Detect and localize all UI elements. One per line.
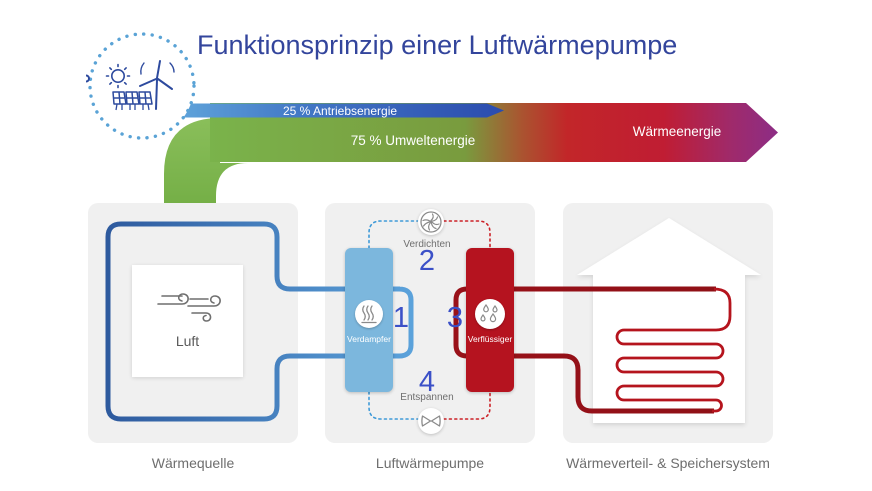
- environment-energy-elbow: [164, 118, 248, 212]
- evaporator-box: Verdampfer: [345, 248, 393, 392]
- distribution-panel: [563, 203, 773, 443]
- page-title: Funktionsprinzip einer Luftwärmepumpe: [197, 30, 678, 60]
- heat-energy-label: Wärmeenergie: [632, 124, 722, 139]
- droplets-icon: [480, 303, 498, 323]
- condenser-label: Verflüssiger: [467, 334, 513, 344]
- expansion-valve-icon: [421, 415, 441, 427]
- condenser-icon-circle: [475, 299, 505, 329]
- renewable-energy-badge: [86, 30, 198, 142]
- step-number-3: 3: [446, 302, 464, 334]
- heat-energy-arrow: [210, 103, 778, 162]
- steam-icon: [361, 305, 377, 324]
- heat-pump-caption: Luftwärmepumpe: [375, 455, 485, 471]
- drive-energy-arrow: [147, 103, 504, 118]
- evaporator-label: Verdampfer: [347, 334, 391, 344]
- sun-icon: [105, 63, 131, 89]
- compressor-circle: [418, 209, 444, 235]
- compress-step-label: Verdichten: [403, 239, 451, 250]
- air-label: Luft: [175, 333, 200, 349]
- heat-source-caption: Wärmequelle: [151, 455, 235, 471]
- solar-panel-icon: [112, 91, 153, 111]
- evaporator-icon-circle: [355, 300, 383, 328]
- step-number-4: 4: [418, 366, 436, 398]
- wind-air-icon: [157, 293, 221, 322]
- drive-energy-label: 25 % Antriebsenergie: [282, 104, 398, 118]
- air-card: Luft: [132, 265, 243, 377]
- expand-step-label: Entspannen: [400, 392, 454, 403]
- fan-icon: [420, 211, 442, 233]
- wind-turbine-icon: [86, 60, 175, 110]
- expansion-valve-circle: [418, 408, 444, 434]
- condenser-box: Verflüssiger: [466, 248, 514, 392]
- distribution-caption: Wärmeverteil- & Speichersystem: [566, 455, 770, 471]
- step-number-1: 1: [392, 302, 410, 334]
- step-number-2: 2: [418, 245, 436, 277]
- environment-energy-label: 75 % Umweltenergie: [350, 133, 476, 148]
